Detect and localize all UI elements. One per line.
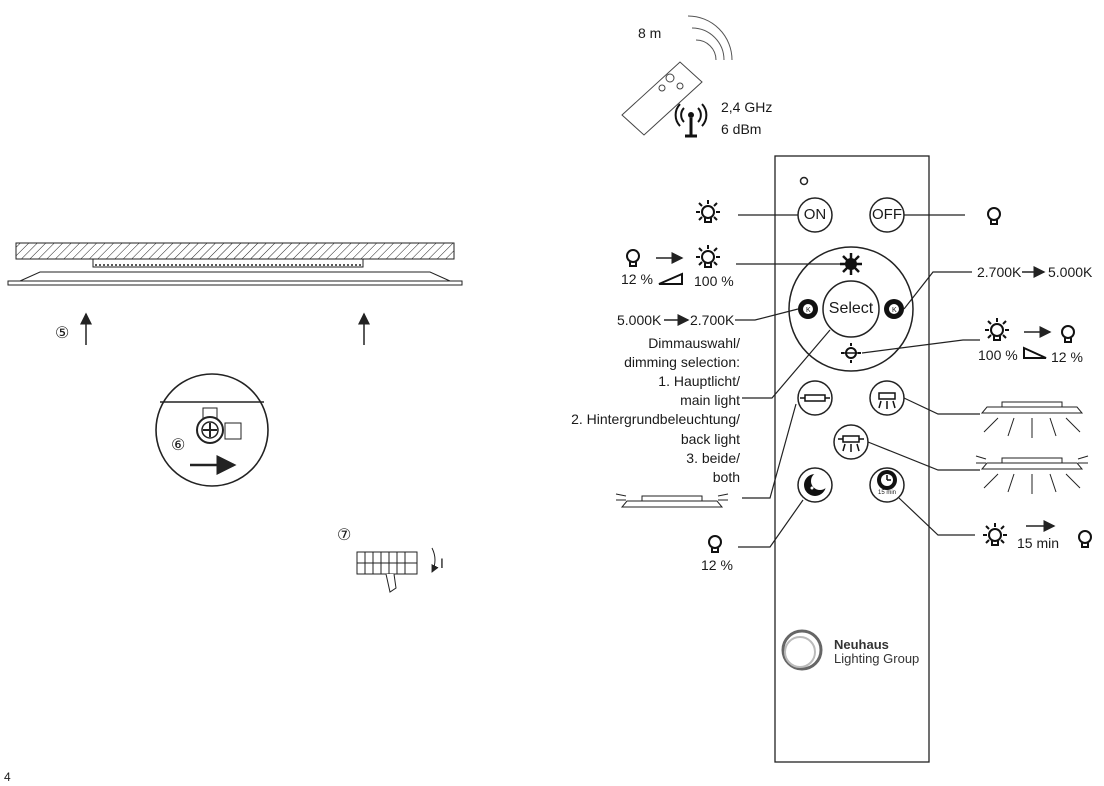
callout-both [867, 441, 980, 471]
step-7-label: ⑦ [337, 527, 352, 544]
dimming-line-2: dimming selection: [624, 354, 740, 370]
on-button-label: ON [803, 206, 827, 223]
both-lights-button[interactable] [833, 424, 869, 460]
brighten-to-label: 100 % [694, 273, 734, 289]
bulb-off-icon [1078, 530, 1092, 548]
logo-subtitle: Lighting Group [834, 651, 920, 666]
callout-select [742, 329, 831, 399]
cct-warm-button[interactable]: K [798, 299, 818, 319]
step-7-mark: I [440, 555, 444, 571]
callout-main-light [742, 403, 797, 499]
bulb-off-icon [987, 207, 1001, 225]
cct-up-to-label: 5.000K [1048, 264, 1093, 280]
callout-night [738, 499, 804, 548]
bulb-off-icon [1061, 325, 1075, 343]
bulb-on-icon [695, 244, 721, 268]
dimming-line-8: both [712, 469, 740, 485]
panel-front-icon [800, 394, 830, 402]
sun-outline-icon [841, 343, 861, 363]
panel-both-illustration [975, 455, 1089, 494]
dim-from-label: 100 % [978, 347, 1018, 363]
brighten-from-label: 12 % [621, 271, 653, 287]
dimming-line-1: Dimmauswahl/ [648, 335, 740, 351]
timer-badge: 15 min [877, 490, 896, 496]
cct-cool-button[interactable]: K [884, 299, 904, 319]
moon-icon [804, 472, 829, 496]
frequency-label: 2,4 GHz [721, 99, 773, 115]
step-6-label: ⑥ [171, 437, 186, 454]
timer-icon [877, 470, 897, 490]
callout-cct-cool [903, 271, 972, 310]
panel-both-icon [838, 435, 864, 452]
timer-button[interactable] [869, 467, 905, 503]
logo-mark [781, 629, 823, 671]
step-5-label: ⑤ [55, 325, 70, 342]
screw-detail-circle [155, 373, 269, 487]
bulb-on-icon [695, 199, 721, 223]
night-level-label: 12 % [701, 557, 733, 573]
dim-button[interactable] [841, 343, 861, 363]
panel-main-light-illustration [615, 493, 729, 508]
timer-delay-label: 15 min [1017, 535, 1060, 551]
ramp-up-icon [658, 272, 683, 285]
cct-up-label: 2.700K [977, 264, 1022, 280]
svg-text:K: K [806, 307, 811, 314]
range-label: 8 m [638, 25, 662, 41]
select-button[interactable] [822, 280, 880, 338]
dimming-line-3: 1. Hauptlicht/ [658, 373, 740, 389]
bulb-on-icon [982, 522, 1008, 546]
sun-bold-icon [840, 253, 862, 275]
callout-timer [898, 497, 975, 536]
signal-waves [687, 15, 733, 61]
panel-side-view [7, 258, 463, 286]
terminal-block-illustration [356, 547, 439, 593]
select-button-label: Select [828, 300, 874, 317]
logo-name: Neuhaus [834, 637, 889, 652]
ceiling-cross-section [15, 242, 455, 260]
dimming-line-5: 2. Hintergrundbeleuchtung/ [571, 411, 740, 427]
ramp-down-icon [1023, 346, 1047, 359]
panel-back-light-illustration [980, 401, 1084, 438]
dimming-line-7: 3. beide/ [686, 450, 740, 466]
downlight-icon [878, 392, 896, 409]
callout-cct-warm [735, 308, 799, 321]
bulb-off-icon [626, 249, 640, 267]
remote-small-illustration [621, 61, 703, 136]
brighten-button[interactable] [840, 253, 862, 275]
svg-text:K: K [892, 307, 897, 314]
dimming-line-6: back light [680, 431, 740, 447]
bulb-on-icon [984, 317, 1010, 341]
off-button-label: OFF [872, 206, 902, 223]
bulb-off-icon [708, 535, 722, 553]
back-light-button[interactable] [869, 380, 905, 416]
cct-down-label: 5.000K [617, 312, 662, 328]
dim-to-label: 12 % [1051, 349, 1083, 365]
callout-back-light [903, 397, 980, 415]
callout-dim [861, 339, 980, 354]
night-light-button[interactable] [797, 467, 833, 503]
main-light-button[interactable] [797, 380, 833, 416]
power-label: 6 dBm [721, 121, 762, 137]
page-number: 4 [4, 770, 11, 784]
antenna-icon [674, 103, 708, 138]
cct-down-to-label: 2.700K [690, 312, 735, 328]
dimming-line-4: main light [680, 392, 740, 408]
